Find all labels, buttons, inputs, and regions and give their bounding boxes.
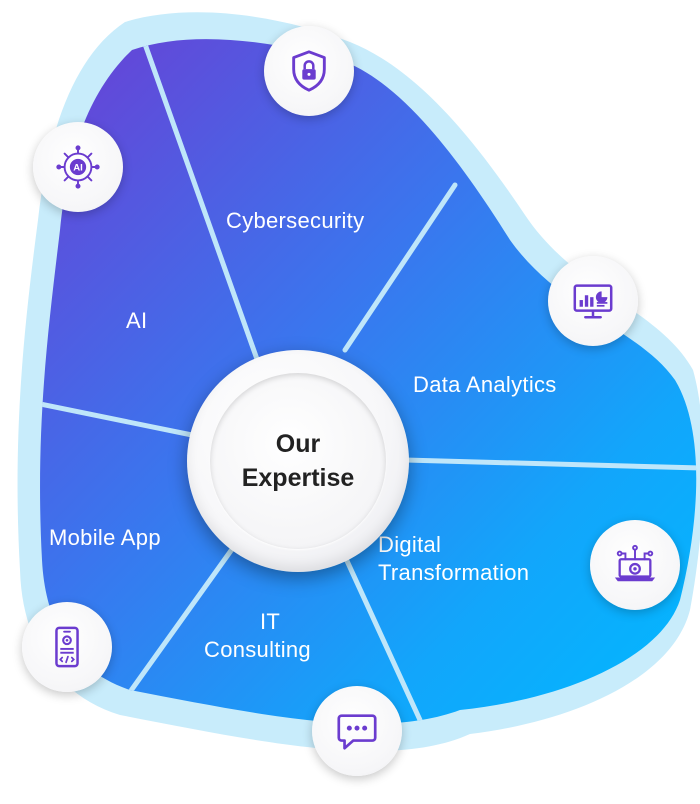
segment-label-mobile-app: Mobile App xyxy=(49,525,161,550)
monitor-chart-icon xyxy=(573,284,613,319)
ai-badge: AI xyxy=(33,122,123,212)
ai-chip-icon: AI xyxy=(56,145,100,189)
cybersecurity-badge xyxy=(264,26,354,116)
segment-label-digital-transformation: Digital Transformation xyxy=(378,531,529,587)
divider-mobile-ai xyxy=(40,401,195,438)
divider-data-digital xyxy=(402,457,697,471)
divider-cyber-data xyxy=(342,182,458,353)
divider-ai-cyber xyxy=(137,39,261,365)
shield-lock-icon xyxy=(292,50,326,92)
center-inner: Our Expertise xyxy=(210,373,386,549)
it-consulting-badge xyxy=(312,686,402,776)
it-line1: IT xyxy=(260,609,281,634)
mobile-settings-icon xyxy=(55,626,79,668)
divider-digital-it xyxy=(339,547,423,723)
segment-dividers xyxy=(40,39,697,723)
segment-label-data-analytics: Data Analytics xyxy=(413,372,557,397)
segment-label-ai: AI xyxy=(126,308,148,333)
center-title-line2: Expertise xyxy=(241,464,355,492)
center-title-line1: Our xyxy=(275,430,321,458)
segment-label-it-consulting: IT Consulting xyxy=(204,608,311,664)
digital-transformation-badge xyxy=(590,520,680,610)
laptop-gear-icon xyxy=(614,544,656,582)
segment-label-cybersecurity: Cybersecurity xyxy=(226,208,365,233)
center-circle: Our Expertise xyxy=(187,350,409,572)
chat-bubble-icon xyxy=(337,714,377,750)
data-analytics-badge xyxy=(548,256,638,346)
svg-text:AI: AI xyxy=(73,162,83,173)
digital-line1: Digital xyxy=(378,532,442,557)
mobile-app-badge xyxy=(22,602,112,692)
it-line2: Consulting xyxy=(204,637,311,662)
digital-line2: Transformation xyxy=(378,560,530,585)
